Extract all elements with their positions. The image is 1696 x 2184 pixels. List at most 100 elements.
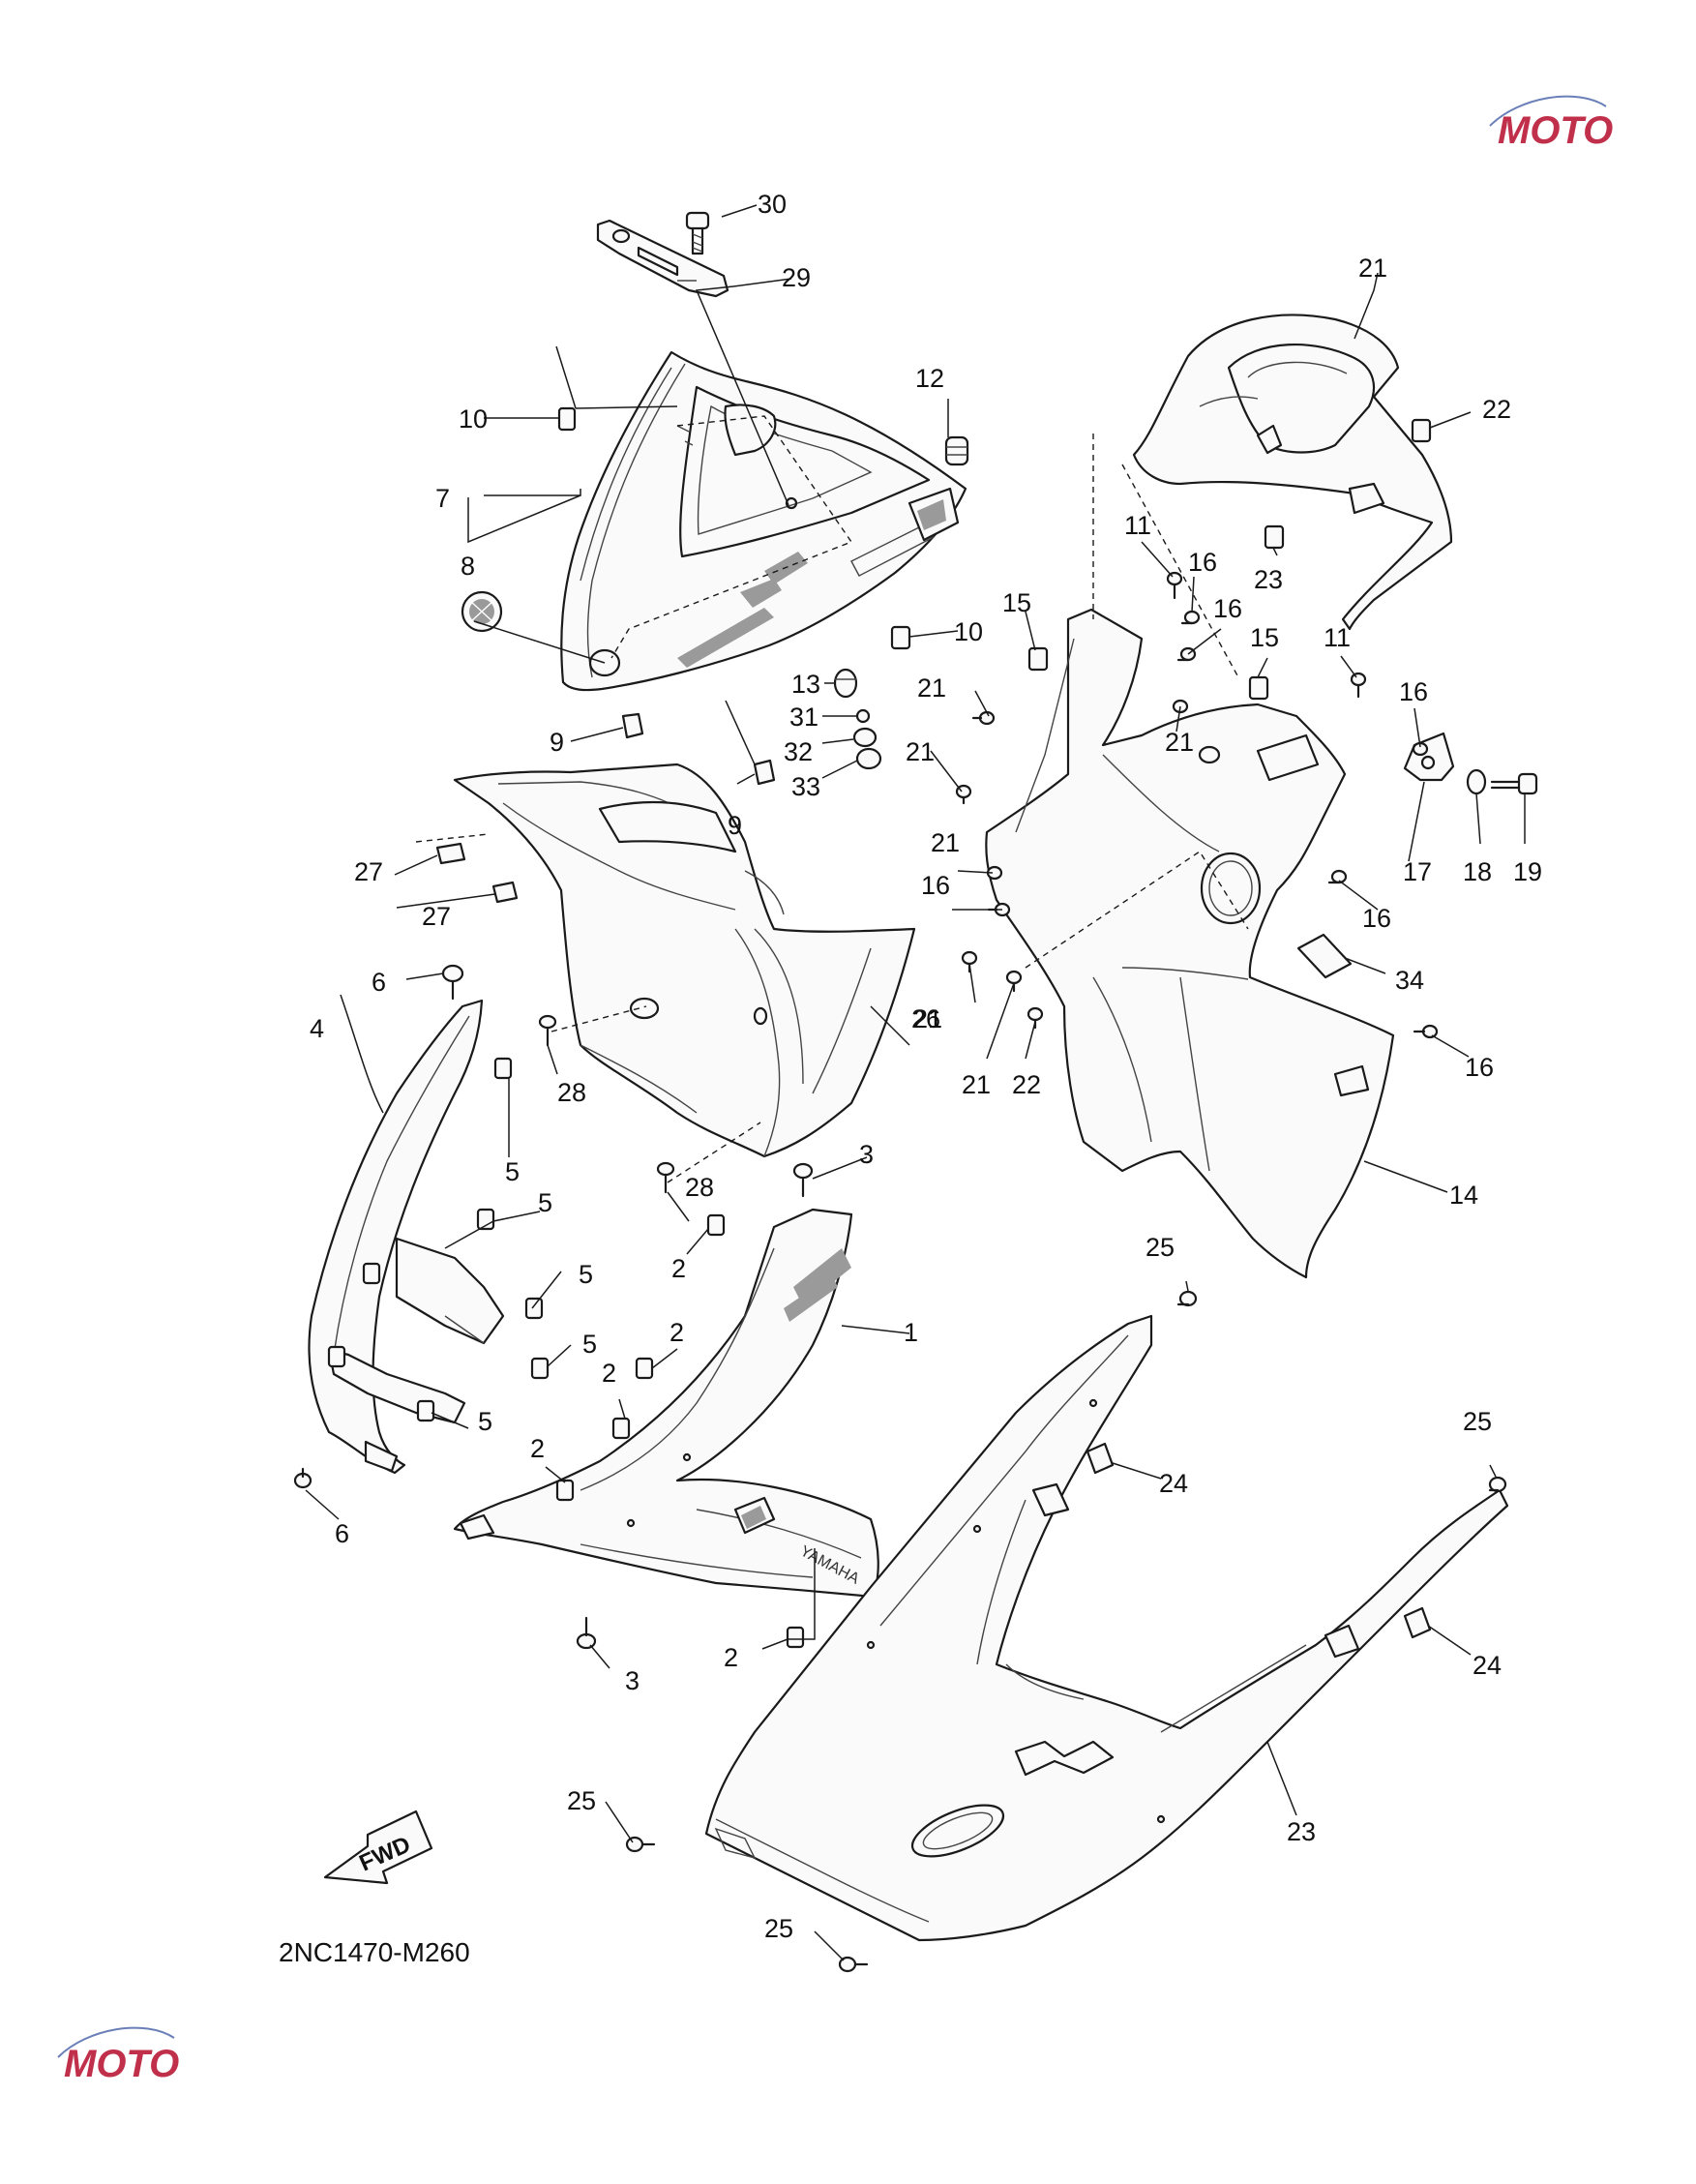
callout-22b: 23	[1254, 565, 1283, 594]
clip-5e	[416, 1399, 435, 1422]
leader-lines	[305, 204, 1526, 1961]
screw-16e	[1327, 869, 1348, 884]
callout-5e: 5	[478, 1407, 492, 1436]
callout-2a: 2	[671, 1254, 686, 1283]
screw-11a	[1166, 571, 1183, 600]
callout-31: 31	[789, 703, 818, 732]
callout-25a: 25	[1146, 1233, 1175, 1262]
callout-5b: 5	[538, 1188, 552, 1217]
clip-2c	[611, 1417, 631, 1440]
clip-22b	[1264, 524, 1285, 550]
grommet-13	[833, 668, 858, 699]
callout-26: 26	[911, 1004, 940, 1033]
callout-2e: 2	[724, 1643, 738, 1672]
hook-17	[1403, 732, 1455, 782]
watermark-text-bottom: MOTO	[64, 2043, 179, 2085]
callout-21a: 21	[917, 673, 946, 703]
clip-2e	[786, 1626, 805, 1649]
screw-21f	[1005, 970, 1023, 993]
screw-28b	[656, 1161, 675, 1194]
callout-numbers: 30 29 10 7 8 12 10 13 31 32 33 9 9 27 27…	[310, 190, 1542, 1943]
callout-9b: 9	[728, 811, 742, 840]
screw-25b	[1488, 1476, 1507, 1493]
callout-28b: 28	[685, 1173, 714, 1202]
clip-27a	[435, 842, 466, 865]
callout-19: 19	[1513, 857, 1542, 886]
bolt-19	[1490, 772, 1538, 795]
screw-3a	[792, 1162, 814, 1198]
callout-1: 1	[904, 1318, 918, 1347]
callout-10b: 10	[954, 617, 983, 646]
side-cover-4	[308, 999, 505, 1475]
callout-2b: 2	[669, 1318, 684, 1347]
callout-24b: 24	[1473, 1651, 1502, 1680]
callout-21b: 21	[906, 737, 935, 766]
callout-16f: 16	[1465, 1053, 1494, 1082]
watermark-logo-top: MOTO	[1489, 95, 1613, 152]
clip-10a	[557, 406, 577, 432]
clip-2d	[555, 1479, 575, 1502]
callout-29: 29	[782, 263, 811, 292]
washer-18	[1466, 768, 1487, 795]
screw-21a	[971, 710, 996, 726]
callout-3: 3	[859, 1140, 874, 1169]
callout-30: 30	[758, 190, 787, 219]
callout-27b: 27	[422, 902, 451, 931]
callout-5d: 5	[582, 1330, 597, 1359]
diagram-code: 2NC1470-M260	[279, 1937, 470, 1967]
clip-2a	[706, 1213, 726, 1237]
watermark-text-top: MOTO	[1498, 109, 1613, 152]
emblem-8	[461, 590, 503, 633]
clip-9a	[621, 712, 644, 739]
screw-16f	[1413, 1024, 1439, 1039]
callout-21c: 21	[1165, 728, 1194, 757]
callout-7: 7	[435, 484, 450, 513]
callout-21f: 21	[962, 1070, 991, 1099]
callout-21e: 21	[913, 1004, 942, 1033]
screw-6b	[293, 1467, 312, 1489]
part-31	[855, 708, 871, 724]
callout-25c: 25	[567, 1786, 596, 1815]
callout-25b: 25	[1463, 1407, 1492, 1436]
clip-22a	[1411, 418, 1432, 443]
screw-25d	[838, 1956, 869, 1973]
clip-5d	[530, 1357, 550, 1380]
callout-6: 6	[372, 968, 386, 997]
inner-leg-shield-14	[985, 608, 1395, 1279]
callout-16b: 16	[1213, 594, 1242, 623]
leg-shield-1: YAMAHA	[453, 1208, 879, 1599]
callout-28: 28	[557, 1078, 586, 1107]
footrest-board-23	[704, 1314, 1509, 1942]
clip-2b	[635, 1357, 654, 1380]
callout-11b: 11	[1324, 623, 1351, 652]
clip-9b	[753, 759, 776, 786]
callout-3b: 3	[625, 1666, 640, 1695]
callout-6b: 6	[335, 1519, 349, 1548]
callout-16c: 16	[1399, 677, 1428, 706]
fwd-arrow: FWD	[323, 1810, 433, 1885]
clip-5c	[524, 1297, 544, 1320]
clip-24a	[1086, 1442, 1115, 1475]
callout-10: 10	[459, 404, 488, 434]
callout-2c: 2	[602, 1359, 616, 1388]
callout-11: 11	[1124, 511, 1151, 540]
clip-24b	[1403, 1606, 1432, 1639]
screw-11b	[1350, 672, 1367, 699]
washer-32	[852, 727, 878, 748]
callout-16a: 16	[1188, 548, 1217, 577]
watermark-logo-bottom: MOTO	[57, 2026, 179, 2085]
callout-27: 27	[354, 857, 383, 886]
clip-10b	[890, 625, 911, 650]
callout-23: 23	[1287, 1817, 1316, 1846]
callout-32: 32	[784, 737, 813, 766]
callout-4: 4	[310, 1014, 324, 1043]
callout-34: 34	[1395, 966, 1424, 995]
callout-17: 17	[1403, 857, 1432, 886]
callout-5c: 5	[579, 1260, 593, 1289]
clip-27b	[491, 881, 519, 904]
bolt-30	[685, 211, 710, 255]
clip-5a	[493, 1057, 513, 1080]
callout-22: 22	[1482, 395, 1511, 424]
